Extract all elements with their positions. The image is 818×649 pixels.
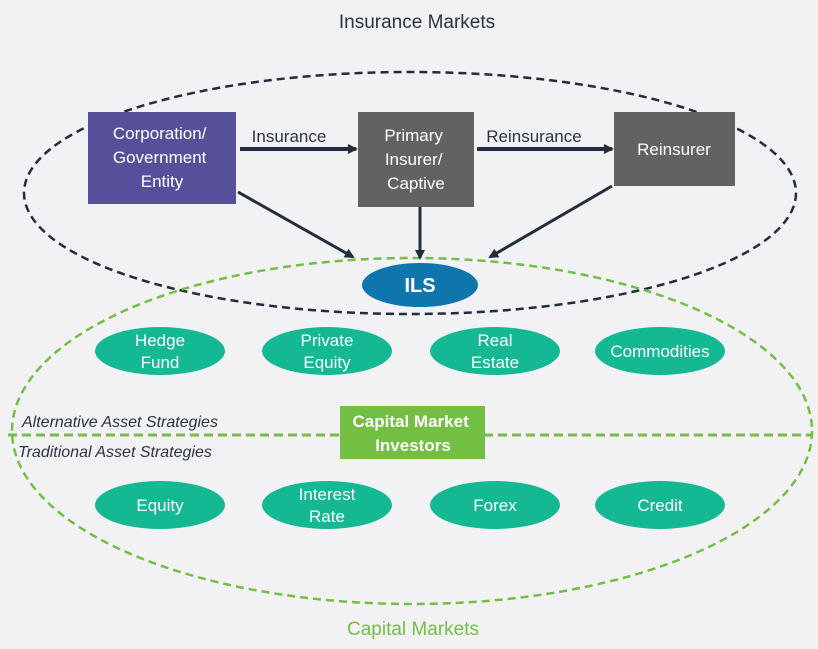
strategy-label: Commodities — [610, 342, 709, 361]
insurance-markets-ellipse — [22, 70, 798, 316]
strategy-node[interactable] — [95, 327, 225, 375]
strategy-node[interactable] — [430, 327, 560, 375]
traditional-asset-strategies-label: Traditional Asset Strategies — [18, 444, 212, 461]
ils-node[interactable] — [362, 263, 478, 307]
corporation-to-ils-arrow — [237, 190, 355, 259]
reinsurer-to-ils-arrow — [488, 184, 613, 259]
capital-market-investors-label: Capital Market Investors — [353, 412, 474, 455]
strategy-node[interactable] — [95, 481, 225, 529]
strategy-node[interactable] — [595, 327, 725, 375]
strategy-node[interactable] — [262, 481, 392, 529]
strategy-node[interactable] — [262, 327, 392, 375]
primary-insurer-label: Primary Insurer/ Captive — [384, 126, 447, 193]
ils-label: ILS — [404, 275, 435, 297]
strategy-label: Forex — [473, 496, 517, 515]
primary-insurer-box[interactable] — [358, 112, 474, 207]
strategy-node[interactable] — [430, 481, 560, 529]
insurance-markets-label: Insurance Markets — [339, 12, 495, 33]
reinsurer-label: Reinsurer — [637, 140, 711, 159]
insurance-edge-label: Insurance — [252, 127, 327, 146]
capital-markets-label: Capital Markets — [347, 619, 479, 640]
reinsurer-box[interactable] — [614, 112, 735, 186]
strategy-label: Credit — [637, 496, 683, 515]
corporation-box[interactable] — [88, 112, 236, 204]
strategy-label: Equity — [136, 496, 184, 515]
strategy-node[interactable] — [595, 481, 725, 529]
capital-market-investors-box[interactable] — [340, 406, 485, 459]
reinsurance-edge-label: Reinsurance — [486, 127, 581, 146]
capital-markets-ellipse — [10, 256, 814, 606]
alternative-asset-strategies-label: Alternative Asset Strategies — [21, 414, 218, 431]
corporation-label: Corporation/ Government Entity — [113, 124, 211, 191]
